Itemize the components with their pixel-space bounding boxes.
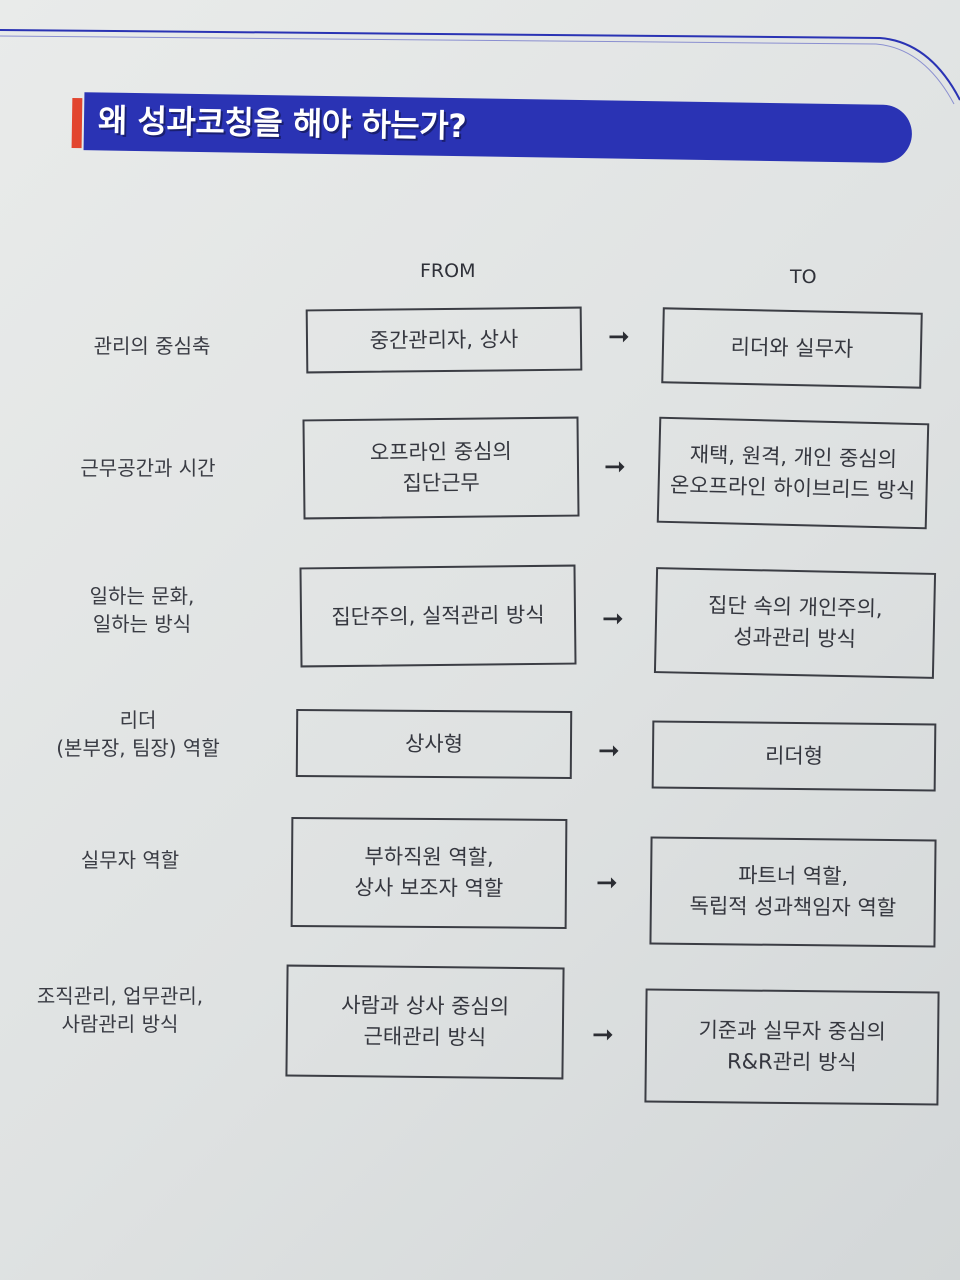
from-text-line: 근태관리 방식 xyxy=(363,1024,487,1050)
row-label-line: 실무자 역할 xyxy=(80,848,180,872)
from-box-1: 중간관리자, 상사 xyxy=(305,306,583,374)
from-text: 집단주의, 실적관리 방식 xyxy=(331,602,545,629)
to-text: 리더와 실무자 xyxy=(730,334,854,361)
row-label-workspace-time: 근무공간과 시간 xyxy=(38,454,258,482)
to-text-line: R&R관리 방식 xyxy=(726,1049,857,1075)
arrow-icon: ➞ xyxy=(602,604,624,634)
from-text-line: 사람과 상사 중심의 xyxy=(341,993,510,1019)
arrow-icon: ➞ xyxy=(604,452,626,482)
from-box-4: 상사형 xyxy=(295,709,573,779)
arrow-icon: ➞ xyxy=(598,736,620,766)
from-box-6: 사람과 상사 중심의 근태관리 방식 xyxy=(285,964,565,1080)
row-label-work-culture: 일하는 문화, 일하는 방식 xyxy=(32,582,252,638)
from-text-line: 오프라인 중심의 xyxy=(369,439,512,465)
from-text: 상사형 xyxy=(404,731,464,756)
row-label-org-management: 조직관리, 업무관리, 사람관리 방식 xyxy=(10,982,230,1038)
to-text-line: 독립적 성과책임자 역할 xyxy=(689,893,897,921)
arrow-icon: ➞ xyxy=(596,868,618,898)
row-label-practitioner-role: 실무자 역할 xyxy=(20,846,240,874)
to-text-line: 파트너 역할, xyxy=(738,863,849,889)
from-box-5: 부하직원 역할, 상사 보조자 역할 xyxy=(290,817,568,929)
to-box-5: 파트너 역할, 독립적 성과책임자 역할 xyxy=(649,836,937,948)
to-text-line: 기준과 실무자 중심의 xyxy=(698,1018,886,1044)
page-title: 왜 성과코칭을 해야 하는가? xyxy=(97,101,467,146)
row-label-line: 사람관리 방식 xyxy=(61,1012,179,1036)
to-box-6: 기준과 실무자 중심의 R&R관리 방식 xyxy=(644,988,940,1106)
from-text: 중간관리자, 상사 xyxy=(369,326,519,353)
to-box-3: 집단 속의 개인주의, 성과관리 방식 xyxy=(653,567,937,679)
row-label-management-axis: 관리의 중심축 xyxy=(42,332,262,360)
arrow-icon: ➞ xyxy=(608,322,630,352)
from-box-2: 오프라인 중심의 집단근무 xyxy=(302,416,580,520)
row-label-line: 리더 xyxy=(119,708,157,732)
row-label-line: (본부장, 팀장) 역할 xyxy=(56,736,220,760)
to-column-header: TO xyxy=(790,266,817,288)
from-box-3: 집단주의, 실적관리 방식 xyxy=(299,564,577,668)
from-text-line: 상사 보조자 역할 xyxy=(354,875,504,901)
to-text: 리더형 xyxy=(764,743,824,768)
title-accent-bar xyxy=(71,98,83,149)
to-text-line: 온오프라인 하이브리드 방식 xyxy=(669,473,916,503)
to-text-line: 집단 속의 개인주의, xyxy=(707,593,883,621)
section-title-banner: 왜 성과코칭을 해야 하는가? xyxy=(71,92,913,164)
from-text-line: 집단근무 xyxy=(402,470,480,496)
row-label-line: 일하는 문화, xyxy=(89,584,195,608)
row-label-leader-role: 리더 (본부장, 팀장) 역할 xyxy=(28,706,248,762)
to-box-1: 리더와 실무자 xyxy=(661,307,923,389)
row-label-line: 근무공간과 시간 xyxy=(80,456,216,480)
to-box-2: 재택, 원격, 개인 중심의 온오프라인 하이브리드 방식 xyxy=(656,416,930,530)
row-label-line: 일하는 방식 xyxy=(92,612,192,636)
arrow-icon: ➞ xyxy=(592,1020,614,1050)
from-column-header: FROM xyxy=(420,260,476,282)
from-text-line: 부하직원 역할, xyxy=(364,844,494,870)
to-text-line: 성과관리 방식 xyxy=(733,624,857,652)
row-label-line: 관리의 중심축 xyxy=(93,334,211,358)
row-label-line: 조직관리, 업무관리, xyxy=(36,984,204,1008)
to-box-4: 리더형 xyxy=(651,720,937,792)
